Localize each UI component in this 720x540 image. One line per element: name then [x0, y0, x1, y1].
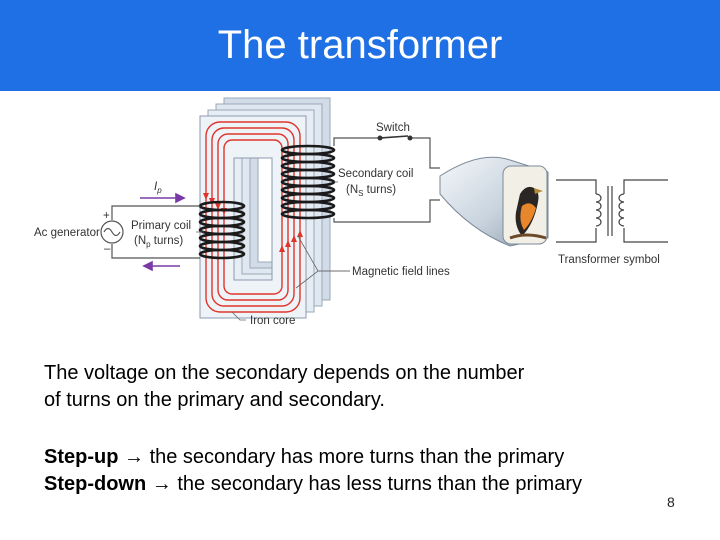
primary-coil-label: Primary coil — [131, 220, 191, 232]
secondary-coil-turns-label: (NS turns) — [346, 184, 396, 198]
ac-generator-label: Ac generator — [34, 227, 100, 239]
transformer-diagram: Switch Secondary coil (NS turns) Ip Ac g… — [34, 97, 668, 327]
magnetic-field-lines-label: Magnetic field lines — [352, 266, 450, 278]
secondary-coil-label: Secondary coil — [338, 168, 413, 180]
step-up-line: Step-up → the secondary has more turns t… — [44, 444, 684, 471]
iron-core-label: Iron core — [250, 315, 295, 327]
plus-sign: + — [103, 210, 110, 222]
step-down-text: the secondary has less turns than the pr… — [177, 473, 582, 495]
current-arrows — [140, 192, 186, 272]
primary-current-label: Ip — [154, 181, 162, 195]
leader-lines — [196, 181, 350, 321]
secondary-circuit-wires — [333, 137, 440, 223]
switch-label: Switch — [376, 122, 410, 134]
page-number: 8 — [667, 494, 675, 510]
secondary-coil — [280, 144, 336, 220]
step-up-label: Step-up — [44, 446, 119, 468]
ac-generator-icon — [100, 220, 124, 244]
transformer-figure: Switch Secondary coil (NS turns) Ip Ac g… — [0, 91, 720, 341]
primary-circuit-wires — [111, 205, 200, 259]
slide-title: The transformer — [217, 23, 503, 67]
paragraph-line-2: of turns on the primary and secondary. — [44, 389, 385, 411]
arrow-icon: → — [151, 473, 172, 495]
transformer-symbol-label: Transformer symbol — [558, 254, 660, 266]
body-text: The voltage on the secondary depends on … — [44, 360, 684, 498]
paragraph-line-1: The voltage on the secondary depends on … — [44, 362, 525, 384]
step-down-label: Step-down — [44, 473, 147, 495]
bird-illustration — [509, 186, 547, 240]
primary-coil-turns-label: (Np turns) — [134, 235, 183, 249]
step-up-text: the secondary has more turns than the pr… — [149, 446, 565, 468]
minus-sign: – — [104, 243, 111, 255]
step-down-line: Step-down → the secondary has less turns… — [44, 471, 684, 498]
iron-core — [199, 97, 331, 319]
switch-icon — [377, 135, 413, 141]
arrow-icon: → — [124, 446, 144, 468]
transformer-symbol-icon — [556, 179, 668, 243]
field-direction-arrows — [203, 193, 303, 252]
title-bar: The transformer — [0, 0, 720, 91]
